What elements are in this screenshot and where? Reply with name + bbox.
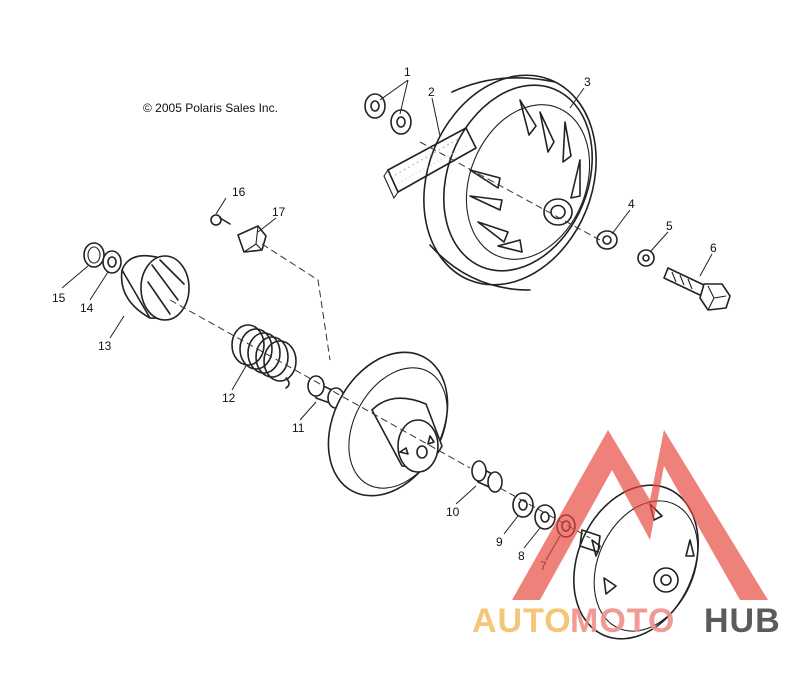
callout-6: 6 bbox=[710, 241, 717, 255]
part-15-retaining-ring bbox=[83, 242, 105, 268]
callout-10: 10 bbox=[446, 505, 460, 519]
copyright-text: © 2005 Polaris Sales Inc. bbox=[143, 101, 278, 115]
part-14-washer bbox=[102, 250, 122, 274]
callout-13: 13 bbox=[98, 339, 112, 353]
leader-lines bbox=[61, 79, 713, 561]
part-16-screw bbox=[210, 214, 231, 226]
callout-2: 2 bbox=[428, 85, 435, 99]
callout-16: 16 bbox=[232, 185, 246, 199]
part-4-washer bbox=[596, 230, 618, 250]
part-8-washer bbox=[534, 504, 556, 530]
driven-clutch-sheave bbox=[327, 351, 449, 497]
driven-sheave-fixed bbox=[573, 484, 699, 640]
part-5-lock-washer bbox=[637, 249, 655, 267]
callout-17: 17 bbox=[272, 205, 286, 219]
watermark-text-moto: MOTO bbox=[570, 602, 675, 640]
callout-15: 15 bbox=[52, 291, 66, 305]
part-2-drive-belt bbox=[383, 127, 477, 200]
callout-11: 11 bbox=[292, 421, 305, 435]
watermark-logo: AUTO MOTO HUB bbox=[472, 430, 781, 640]
callout-3: 3 bbox=[584, 75, 591, 89]
callout-5: 5 bbox=[666, 219, 673, 233]
part-17-insert bbox=[237, 225, 267, 253]
part-10-bushing bbox=[471, 460, 503, 493]
watermark-triangle-shape bbox=[512, 430, 768, 600]
part-13-helix-cam bbox=[120, 254, 190, 321]
callout-8: 8 bbox=[518, 549, 525, 563]
callout-9: 9 bbox=[496, 535, 503, 549]
part-12-spring bbox=[231, 324, 297, 389]
part-1-washers bbox=[364, 93, 412, 135]
watermark-text-auto: AUTO bbox=[472, 602, 572, 640]
part-9-washer bbox=[512, 492, 534, 518]
callout-12: 12 bbox=[222, 391, 236, 405]
callout-1: 1 bbox=[404, 65, 411, 79]
callout-4: 4 bbox=[628, 197, 635, 211]
watermark-text-hub: HUB bbox=[704, 602, 781, 640]
part-3-drive-sheave bbox=[423, 74, 597, 291]
callout-14: 14 bbox=[80, 301, 94, 315]
part-6-bolt bbox=[663, 267, 731, 311]
